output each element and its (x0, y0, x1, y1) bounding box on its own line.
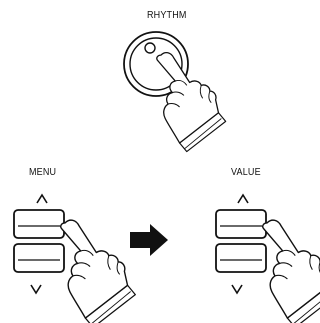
menu-label: MENU (29, 167, 57, 178)
menu-up-arrow-icon (36, 193, 48, 204)
rhythm-label: RHYTHM (147, 10, 187, 21)
menu-down-arrow-icon (30, 284, 42, 295)
rhythm-knob[interactable] (123, 31, 189, 97)
value-up-arrow-icon (237, 193, 249, 204)
pressing-hand-menu (60, 219, 137, 323)
pressing-hand-value (262, 219, 320, 323)
value-down-arrow-icon (231, 284, 243, 295)
menu-down-button[interactable] (13, 243, 65, 273)
pressing-hand-rhythm (156, 51, 227, 153)
right-arrow-icon (130, 224, 168, 256)
value-up-button[interactable] (215, 209, 267, 239)
menu-up-button[interactable] (13, 209, 65, 239)
value-label: VALUE (231, 167, 261, 178)
value-down-button[interactable] (215, 243, 267, 273)
